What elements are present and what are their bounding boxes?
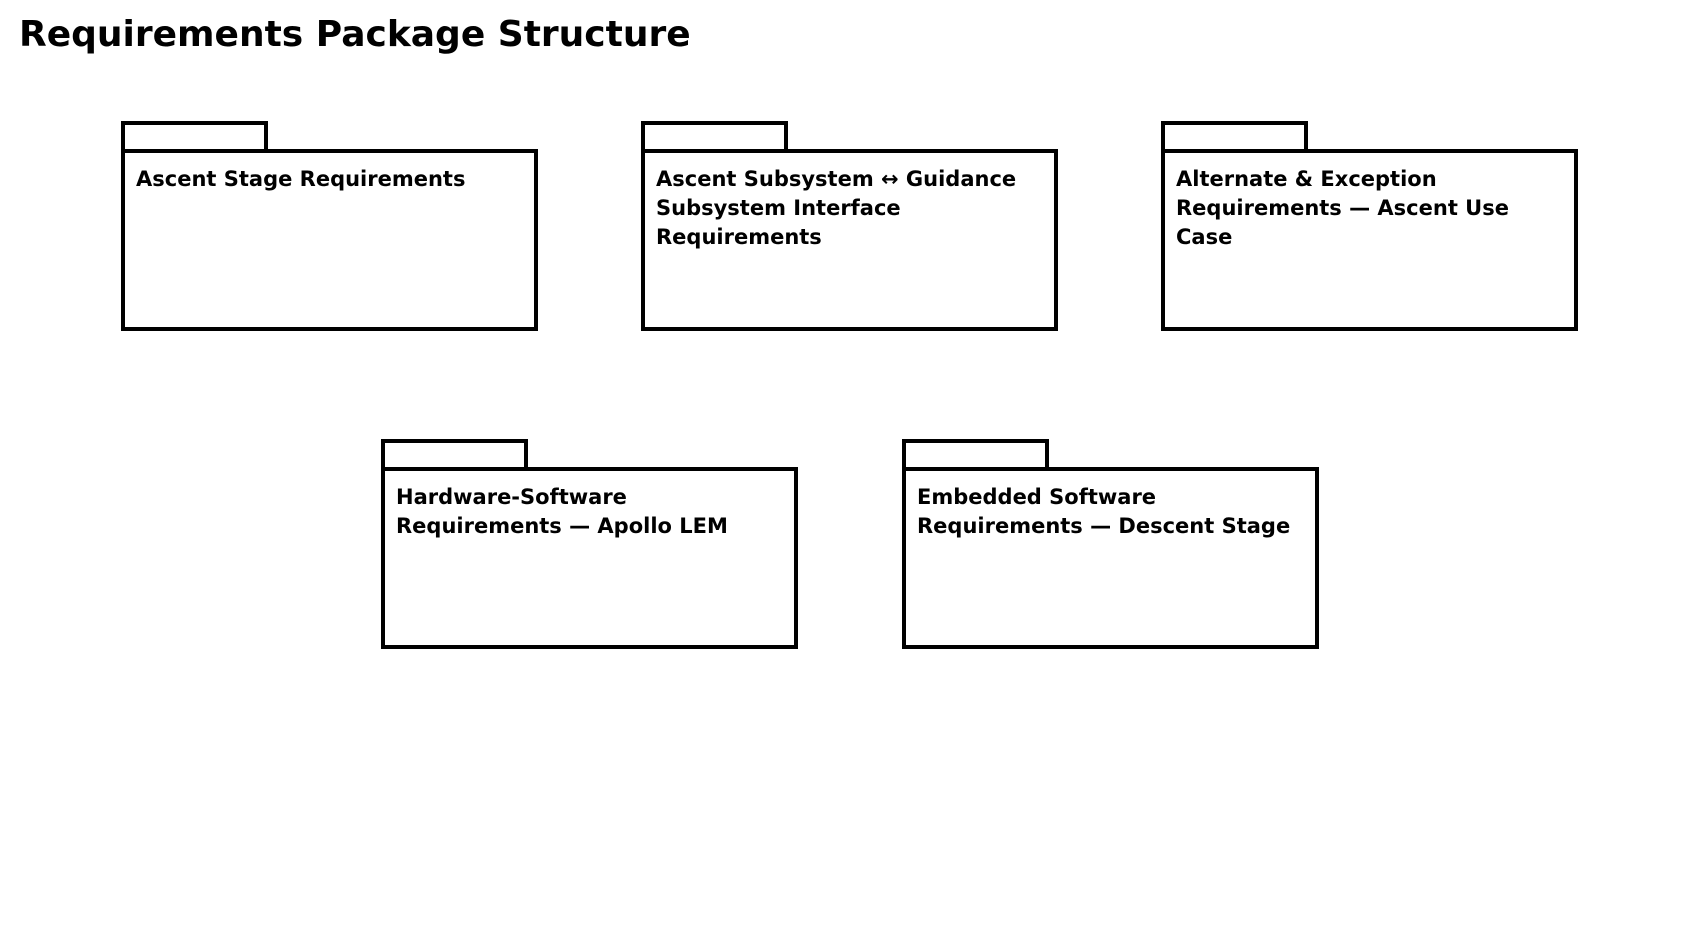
package-tab [381,439,528,467]
package-tab [641,121,788,149]
package-embedded-software-requirements: Embedded Software Requirements — Descent… [902,439,1319,649]
package-label: Alternate & Exception Requirements — Asc… [1176,167,1509,249]
package-body: Embedded Software Requirements — Descent… [902,467,1319,649]
package-label: Ascent Stage Requirements [136,167,466,191]
package-ascent-guidance-interface-requirements: Ascent Subsystem ↔ Guidance Subsystem In… [641,121,1058,331]
package-hardware-software-requirements: Hardware-Software Requirements — Apollo … [381,439,798,649]
package-body: Ascent Subsystem ↔ Guidance Subsystem In… [641,149,1058,331]
package-ascent-stage-requirements: Ascent Stage Requirements [121,121,538,331]
package-label: Hardware-Software Requirements — Apollo … [396,485,728,538]
diagram-title: Requirements Package Structure [19,14,691,55]
package-alternate-exception-requirements: Alternate & Exception Requirements — Asc… [1161,121,1578,331]
package-tab [1161,121,1308,149]
package-tab [902,439,1049,467]
package-tab [121,121,268,149]
package-body: Ascent Stage Requirements [121,149,538,331]
package-label: Embedded Software Requirements — Descent… [917,485,1291,538]
package-label: Ascent Subsystem ↔ Guidance Subsystem In… [656,167,1017,249]
package-body: Alternate & Exception Requirements — Asc… [1161,149,1578,331]
package-body: Hardware-Software Requirements — Apollo … [381,467,798,649]
